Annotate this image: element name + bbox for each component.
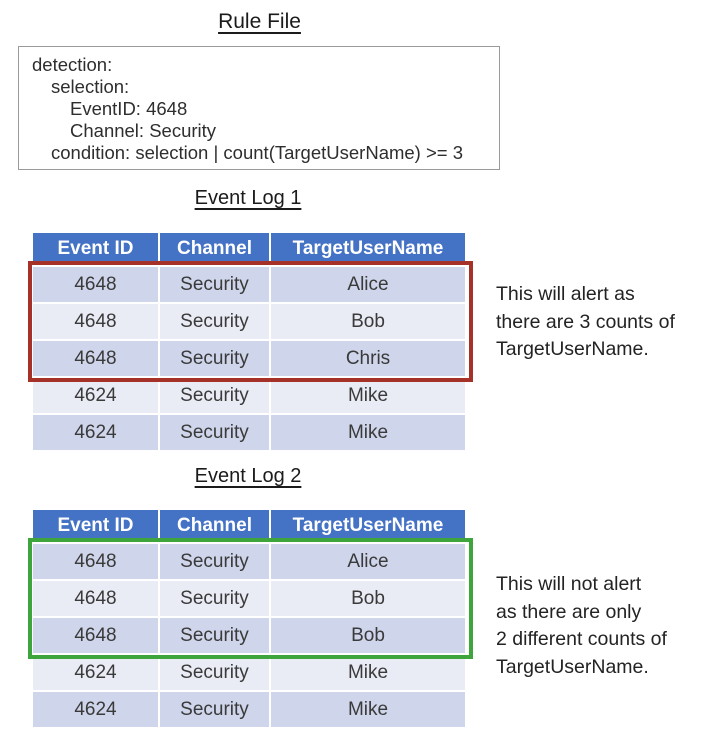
table-row: 4648 Security Chris xyxy=(31,339,467,378)
alert-annotation: This will alert as there are 3 counts of… xyxy=(496,283,675,360)
cell-channel: Security xyxy=(158,339,271,378)
cell-event-id: 4648 xyxy=(31,302,160,341)
table-row: 4624 Security Mike xyxy=(31,690,467,729)
cell-targetusername: Bob xyxy=(269,616,467,655)
cell-channel: Security xyxy=(158,376,271,415)
cell-channel: Security xyxy=(158,302,271,341)
no-alert-annotation: This will not alert as there are only 2 … xyxy=(496,573,667,678)
table-header-row: Event ID Channel TargetUserName xyxy=(31,508,467,544)
table-row: 4624 Security Mike xyxy=(31,653,467,692)
column-header-targetusername: TargetUserName xyxy=(269,508,467,544)
cell-targetusername: Mike xyxy=(269,653,467,692)
cell-event-id: 4648 xyxy=(31,579,160,618)
table-row: 4624 Security Mike xyxy=(31,413,467,452)
table-row: 4624 Security Mike xyxy=(31,376,467,415)
event-log-2-table: Event ID Channel TargetUserName 4648 Sec… xyxy=(31,508,467,729)
table-row: 4648 Security Bob xyxy=(31,579,467,618)
cell-channel: Security xyxy=(158,542,271,581)
cell-channel: Security xyxy=(158,653,271,692)
rule-file-box: detection: selection: EventID: 4648 Chan… xyxy=(18,46,500,170)
rule-file-title: Rule File xyxy=(218,10,301,33)
column-header-targetusername: TargetUserName xyxy=(269,231,467,267)
cell-event-id: 4648 xyxy=(31,542,160,581)
rule-line-channel: Channel: Security xyxy=(70,120,217,141)
cell-event-id: 4648 xyxy=(31,265,160,304)
event-log-2-title: Event Log 2 xyxy=(194,465,302,487)
column-header-event-id: Event ID xyxy=(31,508,160,544)
cell-event-id: 4648 xyxy=(31,616,160,655)
cell-channel: Security xyxy=(158,616,271,655)
cell-event-id: 4648 xyxy=(31,339,160,378)
cell-event-id: 4624 xyxy=(31,653,160,692)
event-log-1-title: Event Log 1 xyxy=(194,187,302,209)
rule-line-selection: selection: xyxy=(51,76,130,97)
cell-event-id: 4624 xyxy=(31,690,160,729)
cell-channel: Security xyxy=(158,265,271,304)
cell-channel: Security xyxy=(158,690,271,729)
table-row: 4648 Security Alice xyxy=(31,542,467,581)
column-header-channel: Channel xyxy=(158,231,271,267)
cell-channel: Security xyxy=(158,413,271,452)
rule-line-detection: detection: xyxy=(32,54,113,75)
table-header-row: Event ID Channel TargetUserName xyxy=(31,231,467,267)
cell-event-id: 4624 xyxy=(31,413,160,452)
rule-line-condition: condition: selection | count(TargetUserN… xyxy=(51,142,464,163)
cell-channel: Security xyxy=(158,579,271,618)
rule-line-eventid: EventID: 4648 xyxy=(70,98,188,119)
table-row: 4648 Security Alice xyxy=(31,265,467,304)
cell-targetusername: Mike xyxy=(269,376,467,415)
cell-event-id: 4624 xyxy=(31,376,160,415)
cell-targetusername: Bob xyxy=(269,579,467,618)
table-row: 4648 Security Bob xyxy=(31,302,467,341)
cell-targetusername: Mike xyxy=(269,413,467,452)
cell-targetusername: Chris xyxy=(269,339,467,378)
column-header-channel: Channel xyxy=(158,508,271,544)
cell-targetusername: Alice xyxy=(269,265,467,304)
cell-targetusername: Alice xyxy=(269,542,467,581)
event-log-1-table: Event ID Channel TargetUserName 4648 Sec… xyxy=(31,231,467,452)
column-header-event-id: Event ID xyxy=(31,231,160,267)
table-row: 4648 Security Bob xyxy=(31,616,467,655)
cell-targetusername: Bob xyxy=(269,302,467,341)
cell-targetusername: Mike xyxy=(269,690,467,729)
